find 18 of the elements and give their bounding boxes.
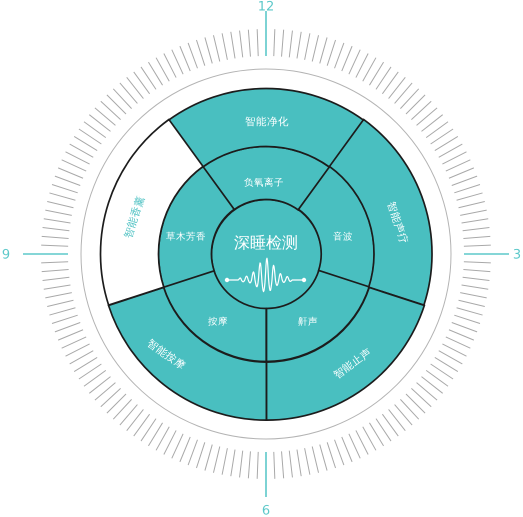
hour-number: 6	[262, 504, 270, 517]
hour-number: 3	[512, 248, 522, 262]
segment-label: 草木芳香	[166, 232, 206, 242]
segment-label: 智能按摩	[145, 338, 187, 372]
hour-number: 12	[258, 0, 274, 14]
inner-ring-segment	[156, 165, 236, 289]
segment-label: 负氧离子	[244, 178, 284, 188]
segment-label: 智能净化	[244, 116, 289, 128]
segment-label: 智能止声	[332, 346, 374, 382]
outer-ring-segment	[98, 118, 204, 307]
hour-number: 9	[2, 248, 10, 262]
segment-label: 智能香薰	[123, 194, 147, 240]
center-label: 深睡检测	[234, 235, 298, 251]
outer-ring-segment	[166, 86, 366, 168]
segment-label: 按摩	[208, 317, 228, 327]
segment-label: 智能声疗	[385, 200, 409, 246]
segment-label: 音波	[332, 232, 353, 242]
segment-label: 鼾声	[298, 317, 318, 327]
